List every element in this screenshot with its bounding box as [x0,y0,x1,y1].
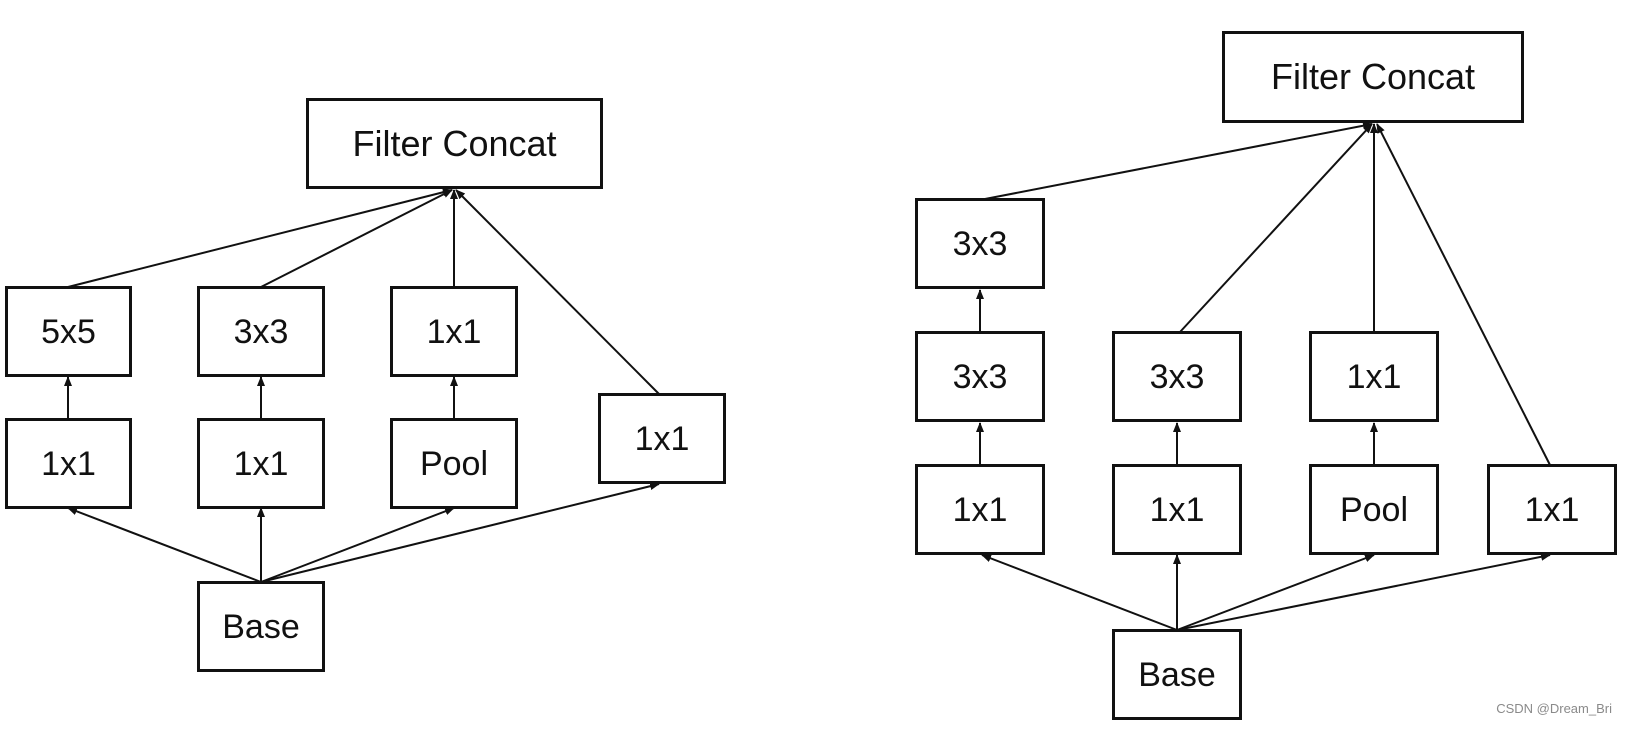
arrow-base-to-b3-bottom [1176,554,1375,631]
branch1-top-node: 3x3 [915,198,1045,289]
filter-concat-node: Filter Concat [306,98,603,189]
filter-concat-node: Filter Concat [1222,31,1524,123]
arrow-base-to-b4 [1176,552,1551,631]
branch1-top-node: 5x5 [5,286,132,377]
arrow-b2-top-to-concat [260,189,453,288]
arrow-b2-top-to-concat [1179,123,1373,333]
arrow-base-to-b1-bottom [67,507,262,583]
branch1-bottom-node: 1x1 [915,464,1045,555]
base-node: Base [197,581,325,672]
arrow-b1-top-to-concat [984,121,1373,200]
branch1-bottom-node: 1x1 [5,418,132,509]
branch2-bottom-node: 1x1 [197,418,325,509]
branch4-node: 1x1 [1487,464,1617,555]
base-node: Base [1112,629,1242,720]
arrow-b1-top-to-concat [67,188,453,288]
branch3-bottom-node: Pool [390,418,518,509]
branch3-bottom-node: Pool [1309,464,1439,555]
watermark-text: CSDN @Dream_Bri [1496,701,1612,716]
arrow-b4-to-concat [1376,123,1551,466]
arrow-base-to-b4 [260,482,660,583]
arrow-base-to-b3-bottom [260,507,455,583]
arrow-base-to-b1-bottom [981,554,1178,631]
branch2-top-node: 3x3 [1112,331,1242,422]
branch2-top-node: 3x3 [197,286,325,377]
branch2-bottom-node: 1x1 [1112,464,1242,555]
branch3-top-node: 1x1 [390,286,518,377]
branch3-top-node: 1x1 [1309,331,1439,422]
branch4-node: 1x1 [598,393,726,484]
arrow-b4-to-concat [455,189,660,395]
branch1-mid-node: 3x3 [915,331,1045,422]
